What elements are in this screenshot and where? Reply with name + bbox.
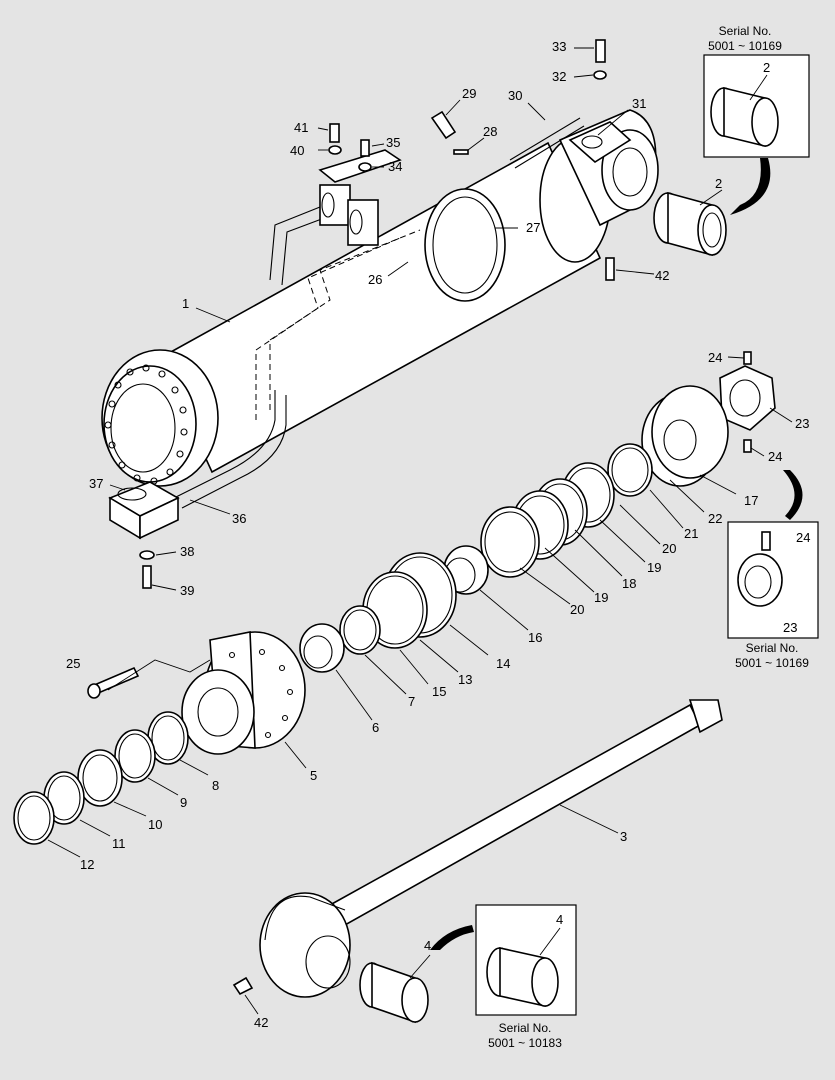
callout-19: 19	[647, 560, 661, 575]
inset-serial-label: Serial No.	[746, 641, 799, 655]
callout-11: 11	[112, 836, 126, 851]
cylinder-tube	[101, 109, 659, 487]
inset-mid-right: Serial No. 5001 ~ 10169 24 23	[727, 470, 819, 670]
callout-4-inset: 4	[556, 912, 563, 927]
head-seals	[299, 552, 457, 673]
callout-24-inset: 24	[796, 530, 810, 545]
callout-27: 27	[526, 220, 540, 235]
inset-serial-range: 5001 ~ 10183	[488, 1036, 562, 1050]
callout-25: 25	[66, 656, 80, 671]
callout-40: 40	[290, 143, 304, 158]
piston-rod	[259, 699, 723, 998]
callout-5: 5	[310, 768, 317, 783]
callout-10: 10	[148, 817, 162, 832]
callout-20-b: 20	[570, 602, 584, 617]
inset-bottom: Serial No. 5001 ~ 10183 4	[430, 904, 577, 1050]
callout-34: 34	[388, 159, 402, 174]
callout-31: 31	[632, 96, 646, 111]
callout-2: 2	[715, 176, 722, 191]
flange-block	[108, 481, 180, 540]
callout-38: 38	[180, 544, 194, 559]
bushing-bottom	[359, 961, 429, 1024]
callout-7: 7	[408, 694, 415, 709]
callout-15: 15	[432, 684, 446, 699]
inset-serial-label: Serial No.	[499, 1021, 552, 1035]
callout-42: 42	[655, 268, 669, 283]
callout-35: 35	[386, 135, 400, 150]
inset-serial-range: 5001 ~ 10169	[735, 656, 809, 670]
lock-nut	[719, 351, 776, 453]
callout-33: 33	[552, 39, 566, 54]
callout-20: 20	[662, 541, 676, 556]
callout-36: 36	[232, 511, 246, 526]
piston-seals	[480, 443, 653, 578]
callout-numbers: 1 2 3 4 5 6 7 8 9 10 11 12 13 14 15 16 1…	[66, 39, 809, 1030]
callout-13: 13	[458, 672, 472, 687]
leader-lines	[47, 47, 793, 1015]
callout-16: 16	[528, 630, 542, 645]
callout-1: 1	[182, 296, 189, 311]
callout-4: 4	[424, 938, 431, 953]
callout-8: 8	[212, 778, 219, 793]
socket-bolt	[87, 666, 140, 699]
callout-12: 12	[80, 857, 94, 872]
callout-42-b: 42	[254, 1015, 268, 1030]
callout-14: 14	[496, 656, 510, 671]
callout-39: 39	[180, 583, 194, 598]
inset-serial-label: Serial No.	[719, 24, 772, 38]
callout-24-b: 24	[768, 449, 782, 464]
callout-28: 28	[483, 124, 497, 139]
callout-41: 41	[294, 120, 308, 135]
callout-19-b: 19	[594, 590, 608, 605]
callout-9: 9	[180, 795, 187, 810]
callout-18: 18	[622, 576, 636, 591]
callout-23-inset: 23	[783, 620, 797, 635]
piston	[641, 385, 729, 487]
rod-cover	[181, 631, 306, 755]
callout-29: 29	[462, 86, 476, 101]
bushing-top	[653, 191, 727, 257]
callout-30: 30	[508, 88, 522, 103]
callout-3: 3	[620, 829, 627, 844]
callout-22: 22	[708, 511, 722, 526]
inset-serial-range: 5001 ~ 10169	[708, 39, 782, 53]
rod-seals	[13, 711, 189, 845]
callout-26: 26	[368, 272, 382, 287]
callout-32: 32	[552, 69, 566, 84]
callout-2-inset: 2	[763, 60, 770, 75]
callout-24: 24	[708, 350, 722, 365]
callout-17: 17	[744, 493, 758, 508]
hydraulic-pipe	[169, 117, 585, 509]
bolts-and-washers	[139, 39, 615, 996]
callout-6: 6	[372, 720, 379, 735]
inset-top-right: Serial No. 5001 ~ 10169 2	[703, 24, 810, 215]
callout-23: 23	[795, 416, 809, 431]
callout-21: 21	[684, 526, 698, 541]
callout-37: 37	[89, 476, 103, 491]
